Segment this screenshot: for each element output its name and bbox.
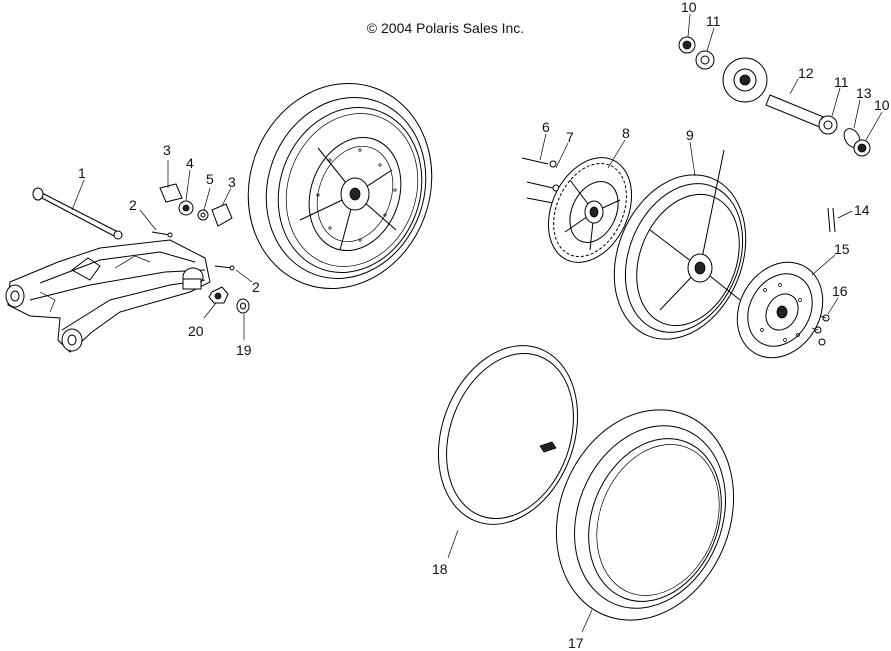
rear-sprocket <box>547 157 633 263</box>
leader-lines <box>71 13 883 633</box>
callout-12: 12 <box>798 65 814 81</box>
inner-tube <box>437 345 579 525</box>
disc-bolts <box>811 314 830 346</box>
callout-14: 14 <box>854 202 870 218</box>
rear-wheel-rim <box>613 149 747 340</box>
swingarm <box>5 239 211 353</box>
callout-16: 16 <box>832 283 848 299</box>
callout-10: 10 <box>874 97 890 113</box>
callout-3: 3 <box>163 142 171 158</box>
tire <box>555 409 735 621</box>
assembled-rear-wheel <box>247 83 433 289</box>
axle-nuts <box>208 286 250 314</box>
callout-17: 17 <box>568 635 584 651</box>
callout-11: 11 <box>834 74 849 90</box>
callout-3: 3 <box>228 174 236 190</box>
callout-18: 18 <box>432 561 448 577</box>
callout-19: 19 <box>236 342 252 358</box>
swingarm-pivot-axle <box>32 187 123 240</box>
copyright-notice: © 2004 Polaris Sales Inc. <box>366 20 525 36</box>
callout-8: 8 <box>622 125 630 141</box>
callout-2: 2 <box>129 197 137 213</box>
callout-11: 11 <box>706 13 721 29</box>
small-bolts <box>151 231 235 271</box>
callout-2: 2 <box>252 279 260 295</box>
callout-10: 10 <box>681 0 697 15</box>
hub-bearing-parts <box>678 36 871 157</box>
callout-15: 15 <box>834 241 850 257</box>
callout-4: 4 <box>186 155 194 171</box>
callout-13: 13 <box>856 85 872 101</box>
callout-5: 5 <box>206 171 214 187</box>
callout-7: 7 <box>566 129 574 145</box>
chain-adjuster-parts <box>159 183 233 227</box>
callout-1: 1 <box>78 165 86 181</box>
brake-disc <box>736 261 824 359</box>
callout-6: 6 <box>542 119 550 135</box>
callout-9: 9 <box>686 127 694 143</box>
valve-stem <box>827 207 836 233</box>
callout-20: 20 <box>188 323 204 339</box>
